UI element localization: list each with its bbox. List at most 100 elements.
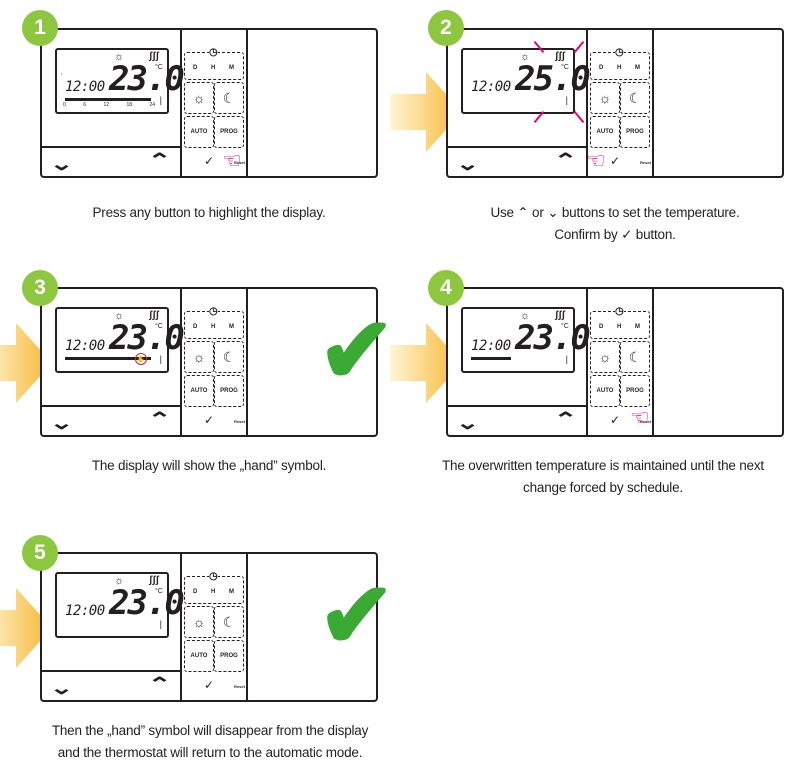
time-readout: 12:00 — [471, 79, 511, 95]
step-badge: 2 — [428, 10, 464, 46]
caption-line: Press any button to highlight the displa… — [92, 205, 326, 220]
arrow-icon — [0, 323, 52, 403]
chevron-down-button[interactable]: ⌄ — [49, 413, 74, 433]
schedule-bar — [471, 357, 511, 360]
auto-button[interactable]: AUTO — [184, 116, 214, 148]
arrow-icon — [0, 588, 52, 668]
chevron-up-button[interactable]: ⌃ — [147, 674, 172, 694]
chevron-down-button[interactable]: ⌄ — [455, 413, 480, 433]
moon-icon: ☾ — [628, 348, 642, 365]
heating-icon: ʃʃʃ — [149, 310, 159, 321]
confirm-button[interactable]: ✓ — [610, 154, 621, 168]
time-readout: 12:00 — [65, 603, 105, 619]
unit-label: °C — [155, 588, 163, 595]
prog-button[interactable]: PROG — [214, 375, 244, 407]
divider — [42, 146, 180, 148]
key-h-label: H — [617, 65, 622, 71]
temperature-readout: 23.0 — [109, 318, 185, 358]
caption-line: change forced by schedule. — [523, 480, 683, 495]
schedule-bar — [65, 357, 151, 360]
confirm-button[interactable]: ✓ — [610, 413, 621, 427]
clock-icon: ◷ — [209, 571, 218, 582]
reset-label: Reset — [640, 419, 651, 424]
lcd-display: ☼ ʃʃʃ 12:00 23.0 °C | — [461, 307, 591, 373]
level-icon: | — [565, 95, 568, 105]
prog-button[interactable]: PROG — [620, 116, 650, 148]
auto-button[interactable]: AUTO — [184, 640, 214, 672]
moon-icon: ☾ — [628, 89, 642, 106]
heating-icon: ʃʃʃ — [149, 51, 159, 62]
caption-line: The display will show the „hand” symbol. — [91, 458, 327, 473]
step-caption: Use ⌃ or ⌄ buttons to set the temperatur… — [446, 202, 784, 246]
sun-icon: ☼ — [114, 575, 125, 587]
chevron-up-button[interactable]: ⌃ — [147, 409, 172, 429]
chevron-up-button[interactable]: ⌃ — [553, 409, 578, 429]
divider — [42, 405, 180, 407]
clock-icon: ◷ — [209, 306, 218, 317]
auto-button[interactable]: AUTO — [590, 116, 620, 148]
confirm-button[interactable]: ✓ — [204, 413, 215, 427]
prog-button[interactable]: PROG — [620, 375, 650, 407]
caption-line: and the thermostat will return to the au… — [57, 745, 363, 760]
step-badge: 3 — [22, 270, 58, 306]
chevron-down-button[interactable]: ⌄ — [49, 678, 74, 698]
moon-icon: ☾ — [222, 613, 236, 630]
eco-button[interactable]: ☾ — [620, 341, 650, 373]
eco-button[interactable]: ☾ — [620, 82, 650, 114]
prog-button[interactable]: PROG — [214, 640, 244, 672]
chevron-up-button[interactable]: ⌃ — [147, 150, 172, 170]
eco-button[interactable]: ☾ — [214, 606, 244, 638]
eco-button[interactable]: ☾ — [214, 82, 244, 114]
heating-icon: ʃʃʃ — [555, 310, 565, 321]
confirm-button[interactable]: ✓ — [204, 154, 215, 168]
level-icon: | — [159, 354, 162, 364]
chevron-down-button[interactable]: ⌄ — [455, 154, 480, 174]
comfort-button[interactable]: ☼ — [590, 341, 620, 373]
caption-line: Confirm by ✓ button. — [554, 227, 676, 242]
scale-label: 12 — [103, 102, 109, 108]
clock-icon: ◷ — [615, 306, 624, 317]
divider — [42, 670, 180, 672]
prog-button[interactable]: PROG — [214, 116, 244, 148]
key-h-label: H — [211, 324, 216, 330]
clock-icon: ◷ — [615, 47, 624, 58]
heating-icon: ʃʃʃ — [555, 51, 565, 62]
sun-icon: ☼ — [192, 349, 206, 365]
lcd-display: ☼ ʃʃʃ 12:00 25.0 °C | — [461, 48, 591, 114]
auto-button[interactable]: AUTO — [184, 375, 214, 407]
comfort-button[interactable]: ☼ — [184, 606, 214, 638]
auto-button[interactable]: AUTO — [590, 375, 620, 407]
eco-button[interactable]: ☾ — [214, 341, 244, 373]
level-icon: | — [159, 95, 162, 105]
reset-label: Reset — [234, 160, 245, 165]
unit-label: °C — [155, 64, 163, 71]
comfort-button[interactable]: ☼ — [184, 82, 214, 114]
unit-label: °C — [155, 323, 163, 330]
key-h-label: H — [211, 589, 216, 595]
step-badge: 5 — [22, 535, 58, 571]
chevron-down-button[interactable]: ⌄ — [49, 154, 74, 174]
step-badge: 4 — [428, 270, 464, 306]
key-d-label: D — [599, 65, 604, 71]
clock-icon: ◷ — [209, 47, 218, 58]
chevron-up-button[interactable]: ⌃ — [553, 150, 578, 170]
confirm-button[interactable]: ✓ — [204, 678, 215, 692]
display-panel: ☼ ʃʃʃ 12:00 23.0 °C | ⌄ ⌃ — [448, 289, 591, 435]
step-caption: Then the „hand” symbol will disappear fr… — [30, 720, 390, 764]
comfort-button[interactable]: ☼ — [590, 82, 620, 114]
comfort-button[interactable]: ☼ — [184, 341, 214, 373]
